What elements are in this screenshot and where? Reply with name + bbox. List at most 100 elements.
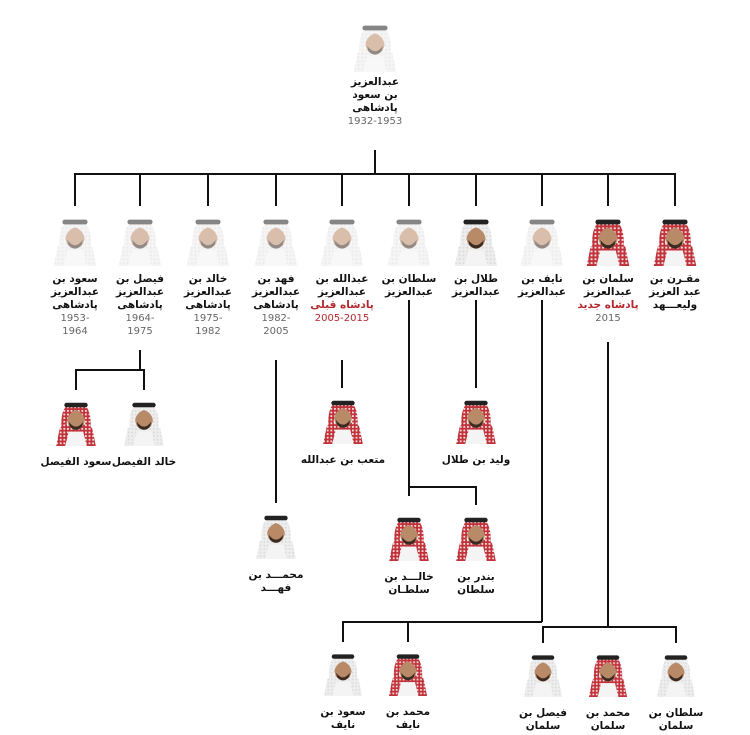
- portrait: [579, 208, 637, 266]
- portrait-icon: [650, 645, 702, 697]
- portrait: [650, 645, 702, 697]
- portrait: [382, 507, 436, 561]
- person-name-line: متعب بن عبدالله: [300, 454, 386, 466]
- reign-years: 1932-1953: [347, 116, 403, 127]
- role-label: پادشاه جدید: [577, 299, 639, 311]
- person-name-line: فیصل بن: [116, 273, 164, 285]
- portrait: [517, 645, 569, 697]
- reign-years: 1982: [195, 326, 221, 337]
- person-name-line: محمد بن: [385, 706, 431, 718]
- reign-years: 1953-: [60, 313, 90, 324]
- person-name-line: عبدالعزیز: [452, 286, 500, 298]
- portrait: [313, 208, 371, 266]
- portrait-icon: [46, 208, 104, 266]
- reign-years: 2005-2015: [314, 313, 370, 324]
- person-name-line: سلطان: [457, 584, 495, 596]
- portrait: [513, 208, 571, 266]
- person-name-line: محمـــد بن: [248, 569, 304, 581]
- person-name-line: نایف: [395, 719, 421, 731]
- portrait: [449, 390, 503, 444]
- person-name-line: سلطان بن: [648, 707, 704, 719]
- portrait: [447, 208, 505, 266]
- reign-years: 1975-: [193, 313, 223, 324]
- portrait-icon: [449, 390, 503, 444]
- portrait: [117, 392, 171, 446]
- portrait: [449, 507, 503, 561]
- portrait: [247, 208, 305, 266]
- portrait-icon: [249, 505, 303, 559]
- portrait-icon: [449, 507, 503, 561]
- person-name-line: بن سعود: [352, 89, 398, 101]
- portrait-icon: [447, 208, 505, 266]
- portrait-icon: [179, 208, 237, 266]
- portrait: [646, 208, 704, 266]
- person-name-line: نایف: [330, 719, 356, 731]
- portrait: [179, 208, 237, 266]
- role-label: پادشاهی: [253, 299, 299, 311]
- role-label: پادشاهی: [352, 102, 398, 114]
- person-name-line: عبدالله بن: [315, 273, 369, 285]
- portrait-icon: [380, 208, 438, 266]
- person-name-line: محمد بن: [585, 707, 631, 719]
- person-name-line: عبدالعزیز: [184, 286, 232, 298]
- person-name-line: طلال بن: [453, 273, 499, 285]
- reign-years: 1982-: [261, 313, 291, 324]
- person-name-line: خالد بن: [188, 273, 228, 285]
- grandson-node-saud_faisal: سعود الفیصل: [28, 392, 124, 469]
- person-name-line: خالـــد بن: [384, 571, 434, 583]
- portrait: [380, 208, 438, 266]
- person-name-line: سلمان: [658, 720, 694, 732]
- person-name-line: خالد الفیصل: [111, 456, 177, 468]
- person-name-line: بندر بن: [457, 571, 495, 583]
- portrait-icon: [49, 392, 103, 446]
- portrait: [316, 390, 370, 444]
- portrait-icon: [579, 208, 637, 266]
- person-name-line: سلطـان: [388, 584, 430, 596]
- grandson-node-khalid_faisal: خالد الفیصل: [96, 392, 192, 469]
- person-name-line: عبدالعزیز: [51, 286, 99, 298]
- person-name-line: ولیعـــهد: [652, 299, 698, 311]
- person-name-line: فهـــد: [260, 582, 292, 594]
- role-label: پادشاهی: [185, 299, 231, 311]
- grandson-node-walid: ولید بن طلال: [428, 390, 524, 467]
- portrait-icon: [517, 645, 569, 697]
- grandson-node-mutaib: متعب بن عبدالله: [295, 390, 391, 467]
- reign-years: 1964-: [125, 313, 155, 324]
- person-name-line: عبدالعزیز: [584, 286, 632, 298]
- portrait: [249, 505, 303, 559]
- person-name-line: سلطان بن: [381, 273, 437, 285]
- portrait-icon: [582, 645, 634, 697]
- portrait-icon: [111, 208, 169, 266]
- portrait: [382, 644, 434, 696]
- role-label: پادشاه قبلی: [310, 299, 374, 311]
- person-name-line: سعود بن: [52, 273, 98, 285]
- person-name-line: عبدالعزیز: [385, 286, 433, 298]
- portrait-icon: [316, 390, 370, 444]
- portrait-icon: [247, 208, 305, 266]
- portrait-icon: [317, 644, 369, 696]
- reign-years: 2005: [263, 326, 289, 337]
- person-name-line: سلمان بن: [582, 273, 634, 285]
- portrait: [46, 208, 104, 266]
- person-name-line: عبد العزیز: [649, 286, 701, 298]
- portrait: [317, 644, 369, 696]
- reign-years: 1964: [62, 326, 88, 337]
- person-name-line: فیصل بن: [519, 707, 567, 719]
- reign-years: 2015: [595, 313, 621, 324]
- person-name-line: عبدالعزیز: [116, 286, 164, 298]
- reign-years: 1975: [127, 326, 153, 337]
